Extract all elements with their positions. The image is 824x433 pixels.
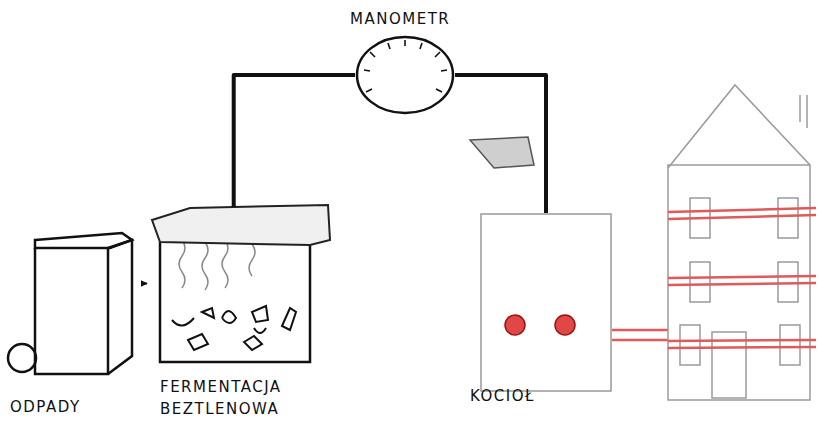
gauge-tick [435, 52, 440, 57]
node-outline [150, 200, 332, 368]
house-window [680, 325, 700, 365]
node-outline [30, 228, 140, 378]
waste-piece [202, 308, 214, 318]
gauge-tick [388, 43, 390, 49]
radiator-pipe [668, 276, 816, 278]
valve-symbol [470, 137, 534, 168]
gas-pipe [455, 75, 546, 213]
waste-piece [172, 318, 194, 326]
tank-lid [152, 205, 330, 245]
radiator-pipe [668, 208, 816, 212]
tank-walls [160, 242, 310, 362]
house-roof [668, 85, 810, 168]
gauge-tick [420, 43, 422, 49]
gauge-ticks [364, 40, 447, 92]
pressure-gauge: MANOMETR [355, 35, 455, 115]
node-label: FERMENTACJA BEZTLENOWA [160, 376, 310, 420]
chimney [799, 95, 801, 122]
house-window [778, 262, 798, 302]
waste-pieces [172, 306, 296, 350]
gauge-tick [370, 52, 375, 57]
radiator-pipe [668, 215, 816, 219]
gauge-tick [366, 89, 372, 92]
gas-wave [202, 242, 208, 290]
node-outline [355, 35, 455, 115]
gauge-tick [404, 40, 406, 46]
node-outline [480, 213, 612, 392]
heating-pipe [612, 339, 668, 342]
bin-wheel [8, 344, 36, 372]
heating-pipes [612, 330, 668, 340]
radiator-pipe [668, 340, 816, 341]
chimney [806, 95, 808, 128]
bin-side [108, 240, 132, 374]
gas-wave [179, 240, 185, 288]
gauge-tick [441, 70, 447, 71]
gauge-tick [436, 89, 442, 92]
gauge-tick [364, 70, 370, 71]
node-label: ODPADY [10, 396, 130, 418]
bin-lid [35, 233, 132, 248]
boiler-box: KOCIOŁ [480, 213, 612, 392]
waste-piece [222, 311, 236, 323]
heating-pipe [612, 329, 668, 332]
radiator-pipe [668, 347, 816, 348]
gauge-outline [357, 37, 453, 113]
node-label: KOCIOŁ [470, 385, 590, 407]
radiator-pipe [668, 283, 816, 285]
flow-arrow [143, 283, 147, 285]
gas-waves [179, 240, 255, 290]
boiler-light [505, 315, 525, 335]
house-window [690, 262, 710, 302]
boiler-light [555, 315, 575, 335]
gas-wave [249, 244, 255, 276]
bin-front [35, 248, 108, 374]
waste-bin: ODPADY [30, 228, 140, 378]
house-drawing [668, 85, 810, 400]
waste-piece [254, 328, 266, 333]
waste-piece [252, 306, 268, 322]
gas-pipe [234, 75, 355, 207]
house-window [778, 198, 798, 238]
waste-piece [244, 336, 262, 350]
node-label: MANOMETR [350, 8, 500, 30]
fermentation-tank: FERMENTACJA BEZTLENOWA [150, 200, 332, 368]
gas-wave [222, 240, 228, 288]
radiator-pipes [668, 208, 816, 348]
waste-piece [282, 308, 296, 330]
house-window [780, 325, 800, 365]
waste-piece [188, 334, 208, 350]
boiler-outline [481, 214, 611, 391]
